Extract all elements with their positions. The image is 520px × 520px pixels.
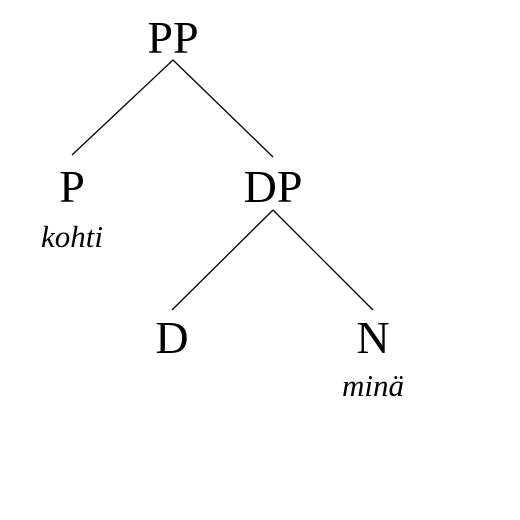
branch-pp-to-p [71,59,174,156]
branch-pp-to-dp [172,59,274,158]
node-n-label: N [356,312,389,363]
node-p-label: P [59,161,85,212]
node-pp-label: PP [147,12,198,63]
branch-dp-to-d [171,209,274,311]
word-mina: minä [342,368,404,403]
word-kohti: kohti [41,219,103,254]
node-dp-label: DP [244,161,303,212]
node-d-label: D [155,312,188,363]
branch-dp-to-n [272,209,374,311]
